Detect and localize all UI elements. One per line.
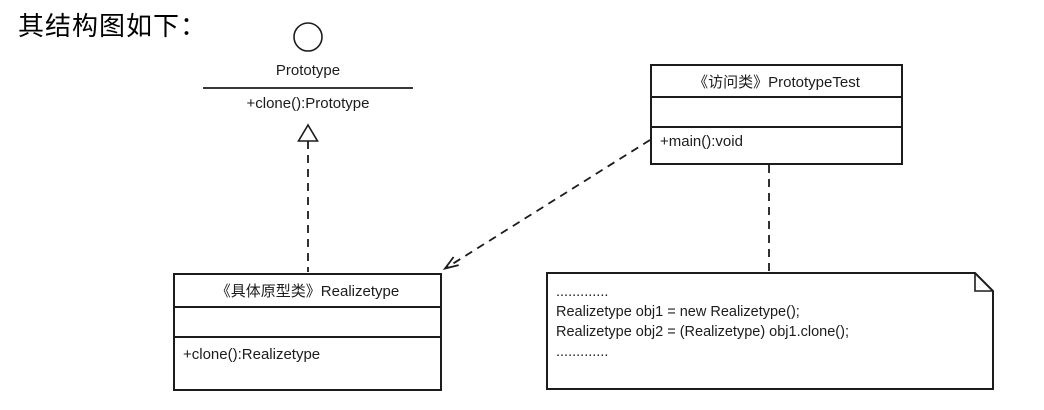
class-method-prototypetest: +main():void — [660, 133, 743, 150]
caption-text: 其结构图如下： — [18, 12, 208, 42]
note-line-code-2: Realizetype obj2 = (Realizetype) obj1.cl… — [556, 324, 849, 340]
note-fold-corner-icon — [974, 273, 993, 292]
interface-name: Prototype — [275, 62, 341, 79]
note-shape — [546, 272, 994, 390]
interface-lollipop-circle-icon — [293, 22, 323, 52]
class-method-realizetype: +clone():Realizetype — [183, 346, 321, 363]
class-title-realizetype: 《具体原型类》Realizetype — [175, 275, 440, 308]
class-attributes-prototypetest — [652, 98, 901, 128]
realization-triangle-icon — [297, 123, 319, 142]
code-note: ............. Realizetype obj1 = new Rea… — [556, 282, 986, 362]
class-attributes-realizetype — [175, 308, 440, 338]
note-line-dots-top: ............. — [556, 284, 609, 300]
dependency-line — [445, 139, 651, 269]
class-box-realizetype: 《具体原型类》Realizetype +clone():Realizetype — [173, 273, 442, 391]
note-line-dots-bottom: ............. — [556, 344, 609, 360]
note-line-code-1: Realizetype obj1 = new Realizetype(); — [556, 304, 800, 320]
class-title-prototypetest: 《访问类》PrototypeTest — [652, 66, 901, 98]
dependency-arrowhead-icon — [442, 256, 459, 270]
interface-method: +clone():Prototype — [246, 95, 370, 112]
class-box-prototypetest: 《访问类》PrototypeTest +main():void — [650, 64, 903, 165]
